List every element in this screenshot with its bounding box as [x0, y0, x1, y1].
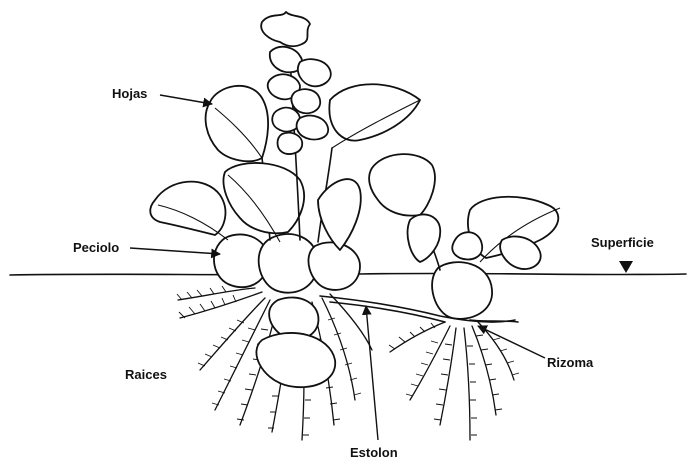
label-raices: Raices	[125, 367, 167, 382]
label-rizoma: Rizoma	[547, 355, 594, 370]
label-superficie: Superficie	[591, 235, 654, 250]
rizoma-arrow	[478, 326, 545, 358]
peciolo-arrow	[130, 248, 220, 254]
label-estolon: Estolon	[350, 445, 398, 460]
right-plant	[369, 154, 560, 322]
estolon-arrow	[366, 306, 378, 440]
petioles-left	[214, 234, 360, 387]
hojas-arrow	[160, 95, 212, 104]
surface-marker-icon	[619, 261, 633, 273]
label-peciolo: Peciolo	[73, 240, 119, 255]
label-hojas: Hojas	[112, 86, 147, 101]
roots-right	[389, 322, 519, 440]
